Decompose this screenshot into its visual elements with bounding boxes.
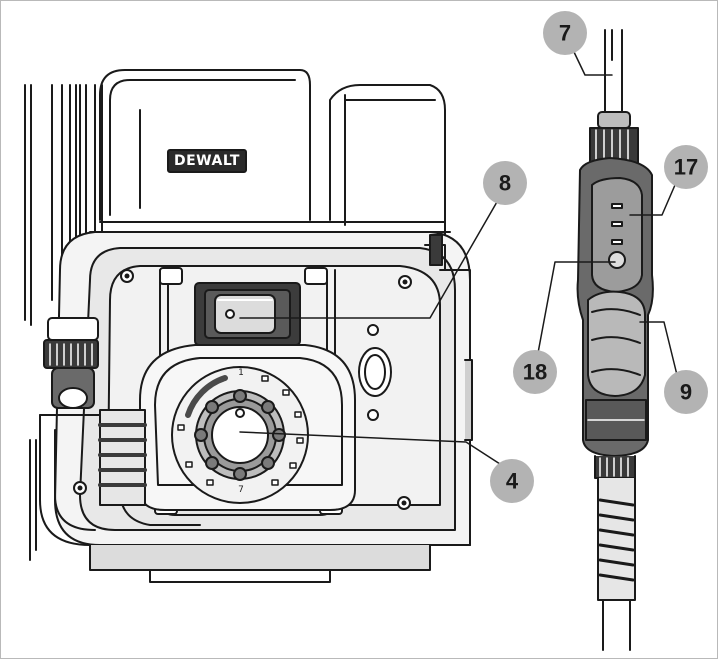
callout-17: 17 (664, 145, 708, 189)
pressure-dial[interactable]: 1 7 (171, 366, 309, 504)
dial-indicator-icon (235, 408, 245, 418)
dial-number-1: 1 (238, 368, 244, 378)
callout-8-label: 8 (499, 171, 511, 196)
spray-gun (576, 29, 654, 651)
top-housing (89, 69, 451, 241)
gun-button[interactable] (608, 251, 626, 269)
callout-7-label: 7 (559, 21, 571, 46)
callout-9-label: 9 (680, 380, 692, 405)
dial-number-7: 7 (238, 485, 244, 495)
led-indicator-3 (611, 239, 623, 245)
led-indicator-2 (611, 221, 623, 227)
callout-18: 18 (513, 350, 557, 394)
brand-logo-text: DEWALT (174, 153, 240, 169)
callout-9: 9 (664, 370, 708, 414)
leader-lines (239, 51, 678, 465)
brand-logo: DEWALT (167, 149, 247, 173)
callout-18-label: 18 (523, 360, 547, 385)
callout-17-label: 17 (674, 155, 698, 180)
callout-4-label: 4 (506, 469, 519, 494)
hose-connector (43, 317, 147, 506)
callout-4: 4 (490, 459, 534, 503)
power-switch[interactable] (194, 282, 301, 346)
led-indicator-1 (611, 203, 623, 209)
callout-8: 8 (483, 161, 527, 205)
power-symbol-icon (225, 309, 235, 319)
callout-7: 7 (543, 11, 587, 55)
